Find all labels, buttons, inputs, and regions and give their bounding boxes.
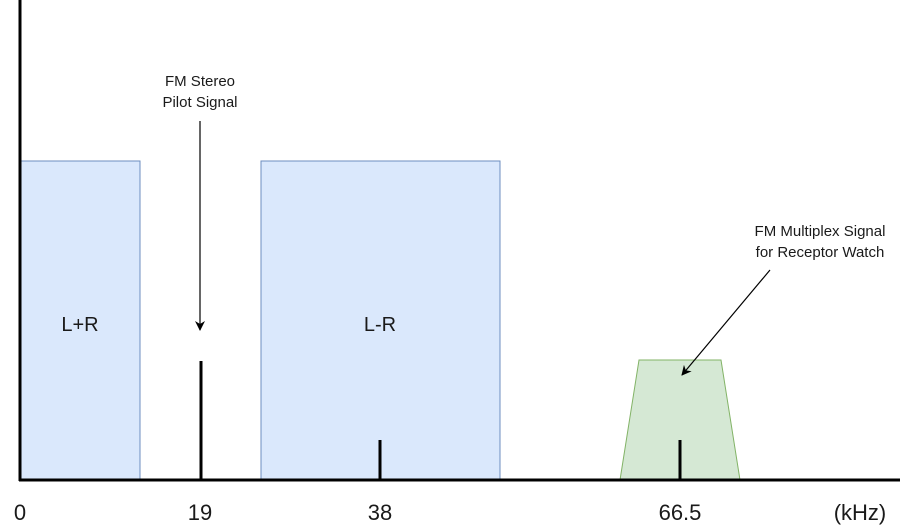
band-l-plus-r — [20, 160, 141, 481]
multiplex-arrow — [681, 269, 771, 376]
multiplex-annotation-line1: FM Multiplex Signal — [755, 223, 886, 240]
pilot-annotation-line1: FM Stereo — [165, 73, 235, 90]
multiplex-annotation-line2: for Receptor Watch — [756, 244, 885, 261]
band-l-plus-r-label: L+R — [61, 314, 98, 336]
tick-label-38: 38 — [368, 500, 392, 525]
axis-unit-label: (kHz) — [834, 500, 887, 525]
tick-label-0: 0 — [14, 500, 26, 525]
band-l-minus-r-label: L-R — [364, 314, 396, 336]
tick-label-19: 19 — [188, 500, 212, 525]
band-l-minus-r — [260, 160, 501, 481]
pilot-annotation-line2: Pilot Signal — [162, 94, 237, 111]
tick-label-66-5: 66.5 — [659, 500, 702, 525]
